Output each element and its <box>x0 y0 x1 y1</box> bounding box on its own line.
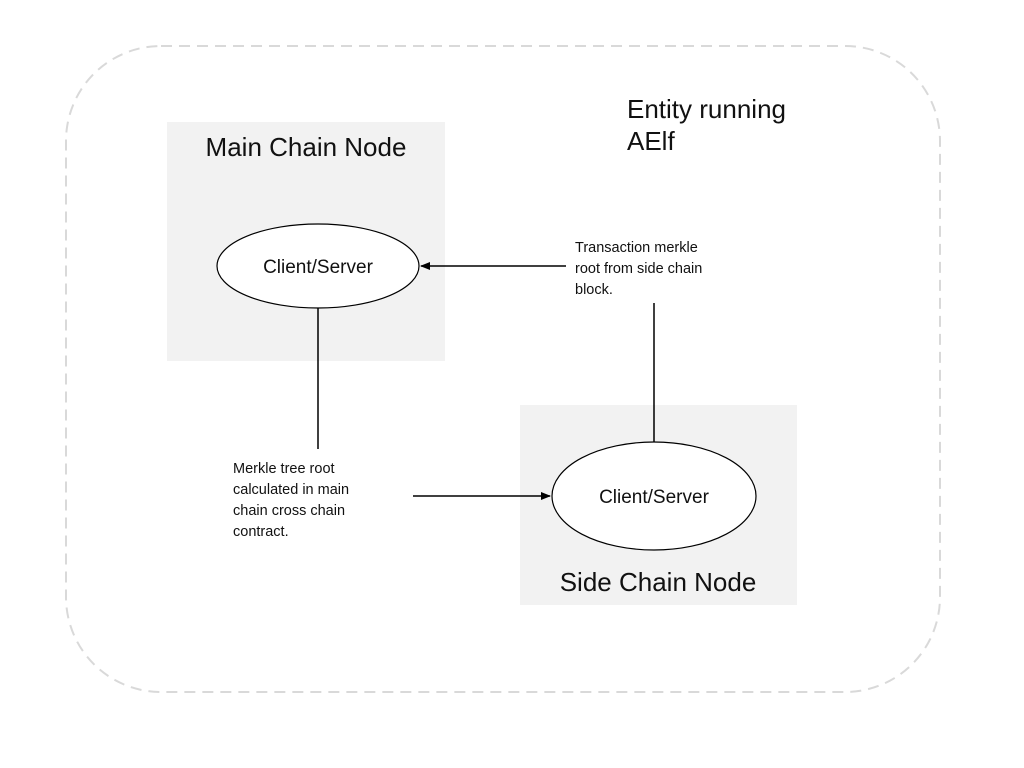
main-chain-client-server-label: Client/Server <box>263 257 373 278</box>
main-chain-node-title: Main Chain Node <box>206 132 407 162</box>
annotation-line: block. <box>575 282 613 298</box>
annotation-merkle-tree-root: Merkle tree root calculated in main chai… <box>233 461 353 540</box>
entity-label: Entity running AElf <box>627 94 793 156</box>
annotation-line: chain cross chain <box>233 503 345 519</box>
entity-label-line: Entity running <box>627 94 786 124</box>
annotation-line: Merkle tree root <box>233 461 335 477</box>
side-chain-node-title: Side Chain Node <box>560 567 757 597</box>
annotation-line: root from side chain <box>575 261 702 277</box>
entity-boundary <box>65 45 941 693</box>
side-chain-client-server-label: Client/Server <box>599 487 709 508</box>
annotation-line: Transaction merkle <box>575 240 698 256</box>
entity-label-line: AElf <box>627 126 675 156</box>
annotation-line: contract. <box>233 524 289 540</box>
annotation-line: calculated in main <box>233 482 349 498</box>
annotation-transaction-merkle-root: Transaction merkle root from side chain … <box>575 240 706 298</box>
